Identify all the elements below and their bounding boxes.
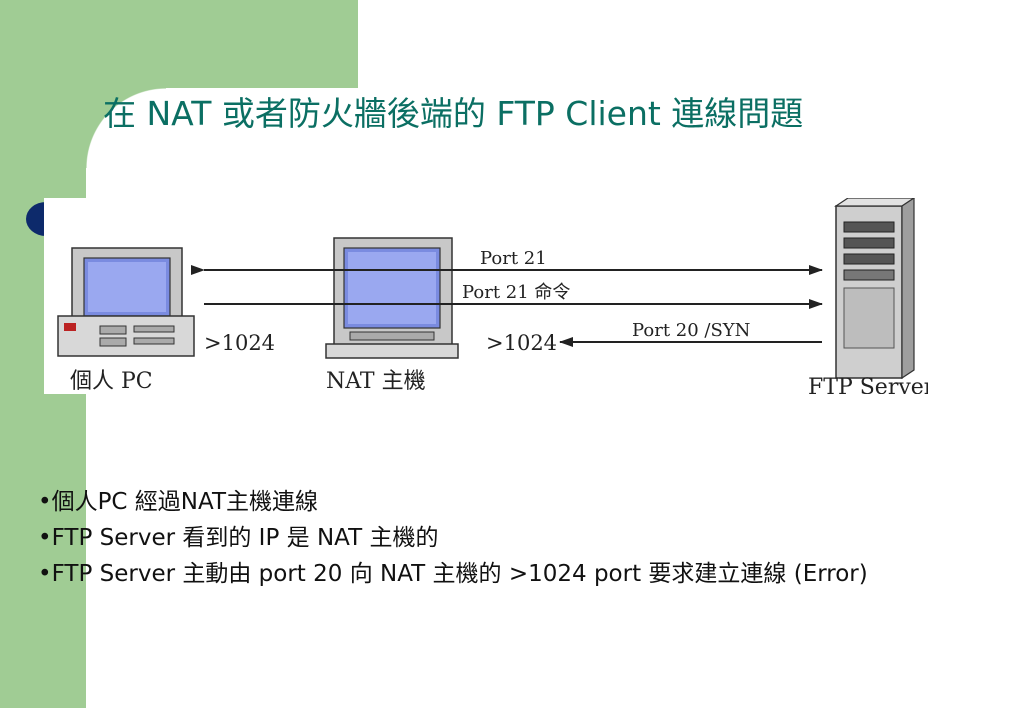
arrow-port21-command-label: Port 21 命令 — [462, 282, 570, 303]
arrow-port20-syn-label: Port 20 /SYN — [632, 320, 750, 341]
nat-host-icon — [325, 237, 459, 359]
bullet-item: •FTP Server 看到的 IP 是 NAT 主機的 — [38, 525, 439, 551]
ftp-server-label: FTP Server — [808, 375, 928, 394]
nat-host-label: NAT 主機 — [326, 369, 426, 394]
pc-label: 個人 PC — [70, 369, 153, 394]
arrow-port21-label: Port 21 — [480, 248, 547, 269]
bullet-item: •FTP Server 主動由 port 20 向 NAT 主機的 >1024 … — [38, 561, 868, 587]
bullet-list: •個人PC 經過NAT主機連線 •FTP Server 看到的 IP 是 NAT… — [38, 484, 918, 592]
top-band — [86, 0, 358, 88]
diagram-svg: 個人 PC >1024 NAT 主機 >1024 FTP Server Port… — [57, 198, 928, 394]
ftp-server-icon — [834, 198, 916, 380]
pc-icon — [57, 247, 195, 357]
slide-title: 在 NAT 或者防火牆後端的 FTP Client 連線問題 — [103, 94, 804, 133]
nat-port-label: >1024 — [486, 331, 557, 355]
pc-port-label: >1024 — [204, 331, 275, 355]
ftp-nat-diagram: 個人 PC >1024 NAT 主機 >1024 FTP Server Port… — [44, 198, 928, 394]
bullet-item: •個人PC 經過NAT主機連線 — [38, 489, 319, 515]
band-corner — [86, 88, 166, 168]
